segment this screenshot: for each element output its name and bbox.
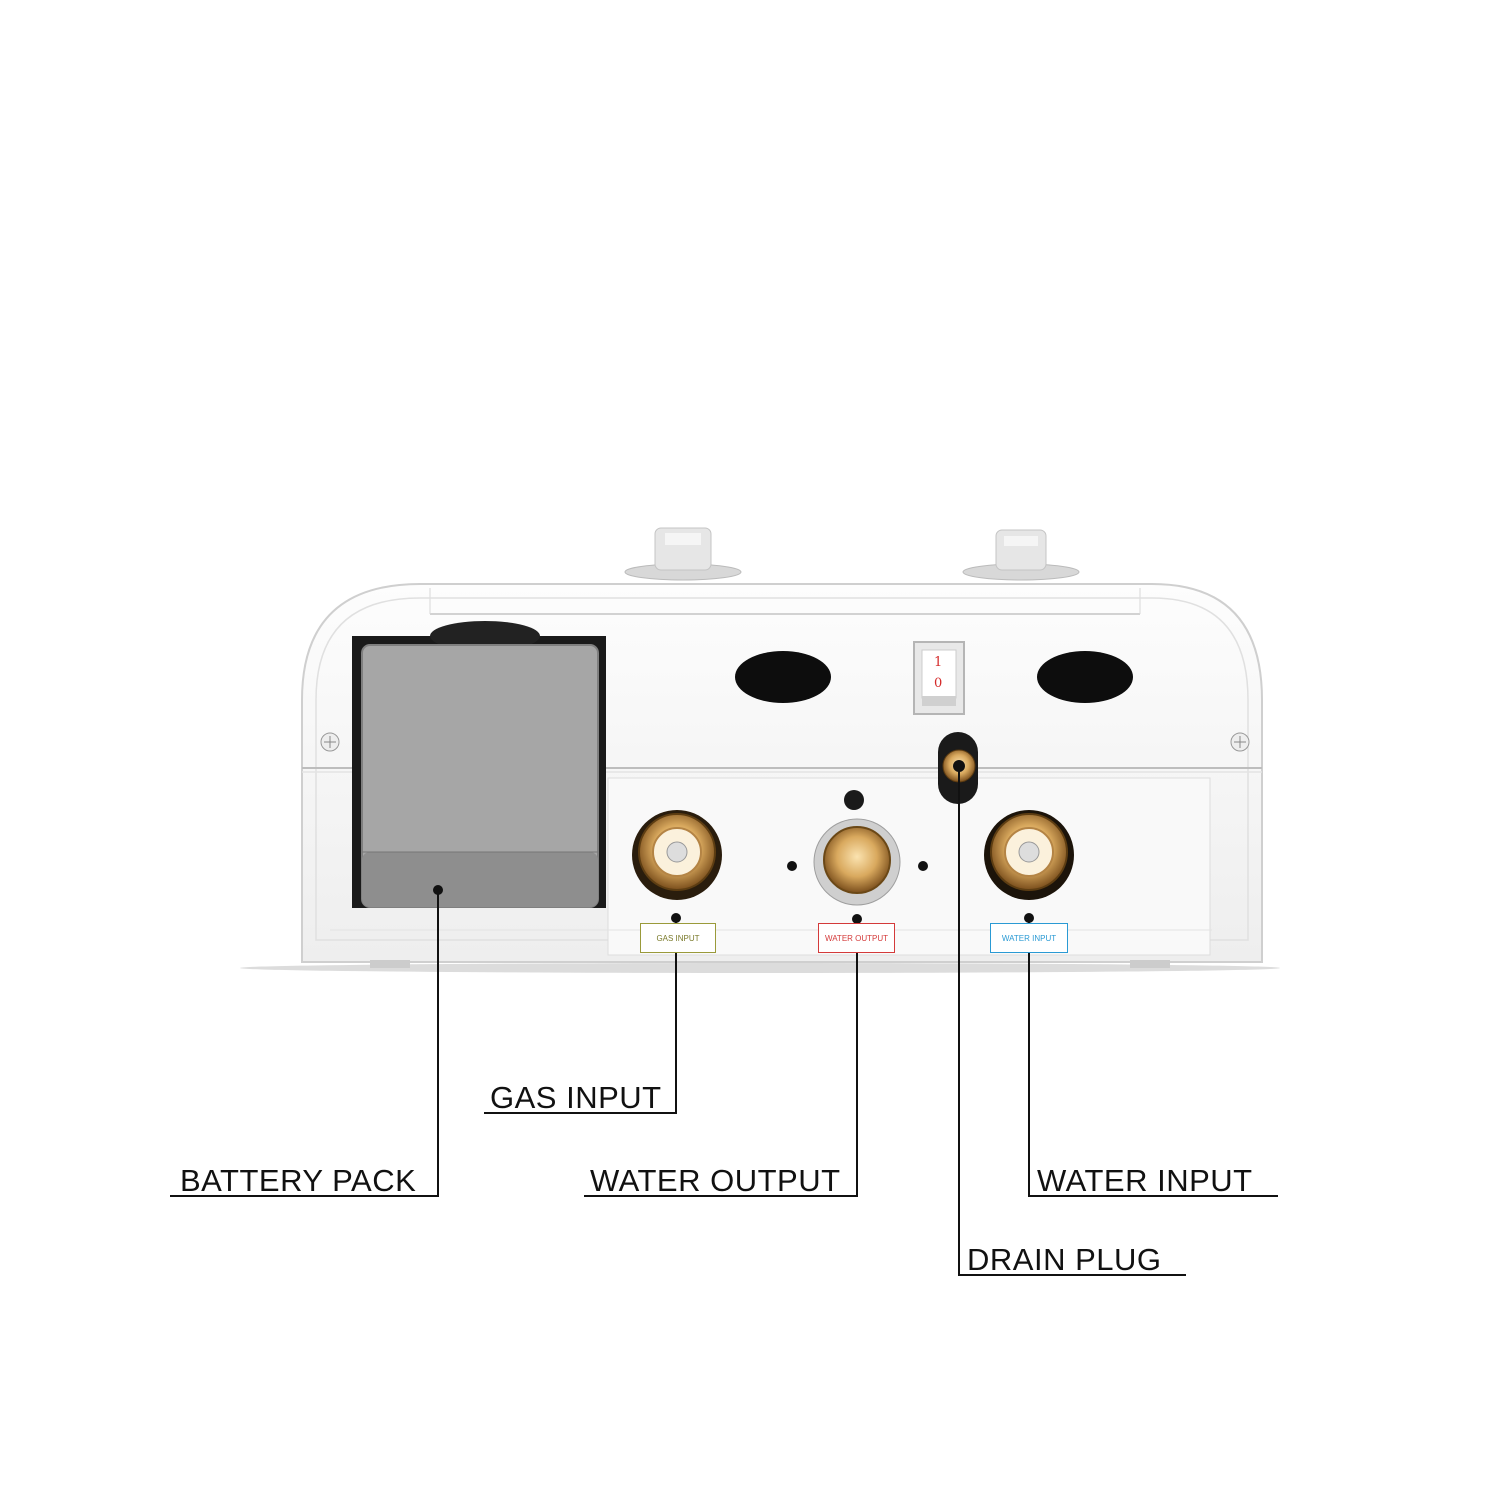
battery-pack-label: BATTERY PACK (180, 1163, 417, 1198)
switch-on-mark: 1 (934, 655, 943, 670)
right-vent (1037, 651, 1133, 703)
water-output-label: WATER OUTPUT (590, 1163, 841, 1198)
left-screw-icon (320, 732, 340, 752)
gas-input-tag: GAS INPUT (640, 923, 716, 953)
water-output-tag: WATER OUTPUT (818, 923, 895, 953)
left-knob-icon (624, 527, 742, 581)
floor-shadow (240, 963, 1280, 973)
battery-pack[interactable] (352, 621, 606, 908)
switch-off-mark: 0 (934, 676, 943, 691)
water-input-fitting[interactable] (984, 810, 1074, 900)
right-screw-icon (1230, 732, 1250, 752)
right-knob-icon (962, 529, 1080, 581)
power-switch[interactable] (913, 641, 965, 715)
left-vent (735, 651, 831, 703)
water-input-tag: WATER INPUT (990, 923, 1068, 953)
gas-input-fitting[interactable] (632, 810, 722, 900)
leader-dots (433, 761, 1034, 924)
drain-plug-label: DRAIN PLUG (967, 1242, 1162, 1277)
gas-input-label: GAS INPUT (490, 1080, 662, 1115)
water-output-fitting[interactable] (813, 818, 901, 906)
water-input-label: WATER INPUT (1037, 1163, 1253, 1198)
leader-lines (170, 766, 1278, 1276)
